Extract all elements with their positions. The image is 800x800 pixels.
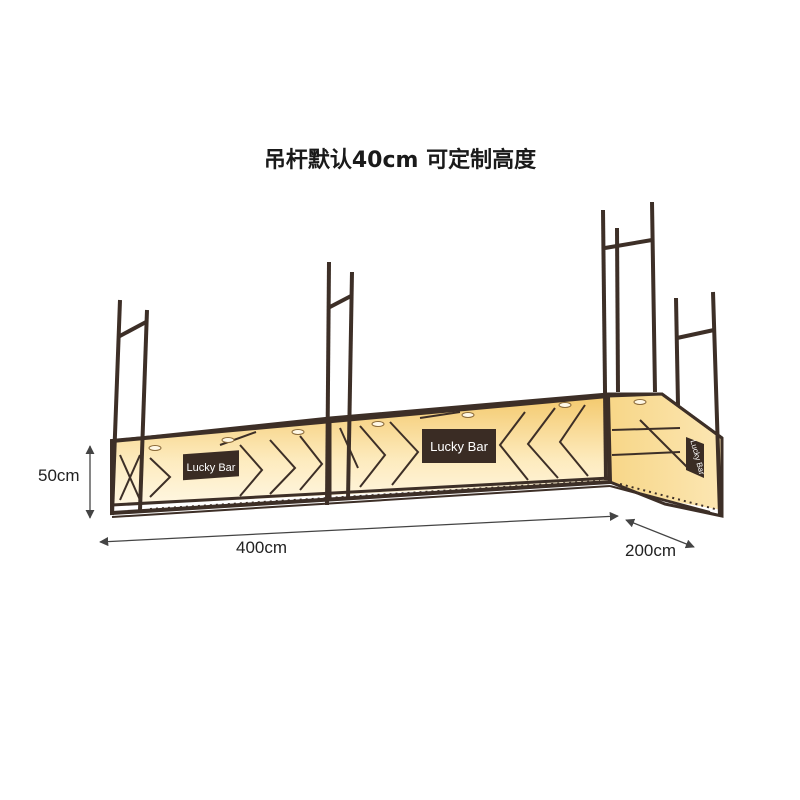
dimension-lines	[85, 445, 695, 549]
front-light-panel	[112, 394, 608, 506]
page-title: 吊杆默认40cm 可定制高度	[263, 148, 537, 173]
width-dimension-label: 200cm	[625, 541, 677, 560]
sign-center: Lucky Bar	[422, 429, 496, 463]
glass-rack	[111, 480, 723, 518]
svg-text:Lucky Bar: Lucky Bar	[430, 439, 488, 454]
sign-left: Lucky Bar	[183, 450, 239, 481]
sign-side: Lucky Bar	[686, 437, 706, 478]
height-dimension-label: 50cm	[38, 466, 80, 485]
length-dimension-label: 400cm	[236, 538, 288, 557]
hanging-rods	[110, 201, 722, 516]
svg-text:Lucky Bar: Lucky Bar	[187, 462, 236, 474]
spotlights	[148, 399, 647, 451]
